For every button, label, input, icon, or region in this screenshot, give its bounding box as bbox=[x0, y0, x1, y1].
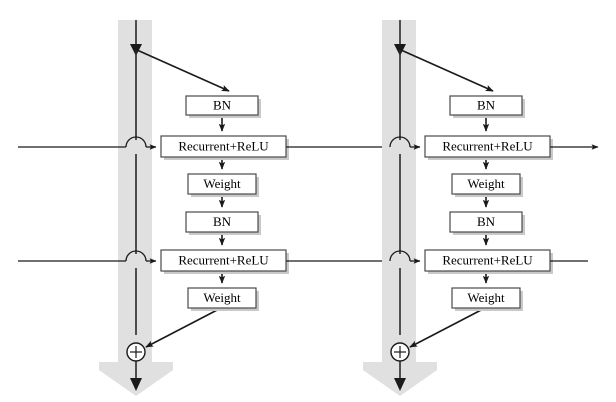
skip-row-1-left bbox=[18, 136, 157, 150]
skip-row-2-right bbox=[389, 250, 421, 264]
block-weight-1-right[interactable]: Weight bbox=[451, 173, 523, 197]
block-bn-1-left[interactable]: BN bbox=[185, 95, 261, 118]
block-weight-1-left[interactable]: Weight bbox=[187, 173, 259, 197]
block-label: Recurrent+ReLU bbox=[442, 138, 533, 153]
block-bn-1-right[interactable]: BN bbox=[449, 95, 525, 118]
identity-spine-right bbox=[394, 20, 406, 391]
output-arrows bbox=[550, 144, 599, 262]
block-label: Weight bbox=[467, 176, 505, 191]
spine-arrowhead-bottom-right bbox=[394, 378, 406, 391]
module-left: BN Recurrent+ReLU Weight BN Recurren bbox=[18, 20, 289, 396]
block-recurrent-2-right[interactable]: Recurrent+ReLU bbox=[424, 249, 553, 274]
block-label: BN bbox=[477, 214, 496, 229]
block-label: BN bbox=[213, 97, 232, 112]
block-label: Recurrent+ReLU bbox=[178, 252, 269, 267]
block-weight-2-left[interactable]: Weight bbox=[187, 287, 259, 311]
inter-module-links bbox=[286, 146, 390, 262]
block-label: Recurrent+ReLU bbox=[442, 252, 533, 267]
spine-arrowhead-bottom-left bbox=[130, 378, 142, 391]
add-symbol-right bbox=[390, 342, 410, 362]
branch-to-bn-1-left bbox=[136, 49, 230, 92]
block-label: BN bbox=[213, 214, 232, 229]
block-label: Weight bbox=[203, 176, 241, 191]
branch-weight2-to-add-left bbox=[145, 307, 222, 348]
module-right: BN Recurrent+ReLU Weight BN Recurren bbox=[363, 20, 553, 396]
block-recurrent-1-left[interactable]: Recurrent+ReLU bbox=[160, 135, 289, 160]
block-bn-2-left[interactable]: BN bbox=[185, 211, 261, 235]
block-label: BN bbox=[477, 97, 496, 112]
block-label: Weight bbox=[467, 290, 505, 305]
add-symbol-left bbox=[126, 342, 146, 362]
block-recurrent-2-left[interactable]: Recurrent+ReLU bbox=[160, 249, 289, 274]
block-label: Recurrent+ReLU bbox=[178, 138, 269, 153]
branch-weight2-to-add-right bbox=[409, 307, 486, 348]
skip-row-1-right bbox=[389, 136, 421, 150]
skip-row-2-left bbox=[18, 250, 157, 264]
block-recurrent-1-right[interactable]: Recurrent+ReLU bbox=[424, 135, 553, 160]
branch-to-bn-1-right bbox=[400, 49, 494, 92]
block-bn-2-right[interactable]: BN bbox=[449, 211, 525, 235]
block-label: Weight bbox=[203, 290, 241, 305]
identity-spine-left bbox=[130, 20, 142, 391]
block-weight-2-right[interactable]: Weight bbox=[451, 287, 523, 311]
